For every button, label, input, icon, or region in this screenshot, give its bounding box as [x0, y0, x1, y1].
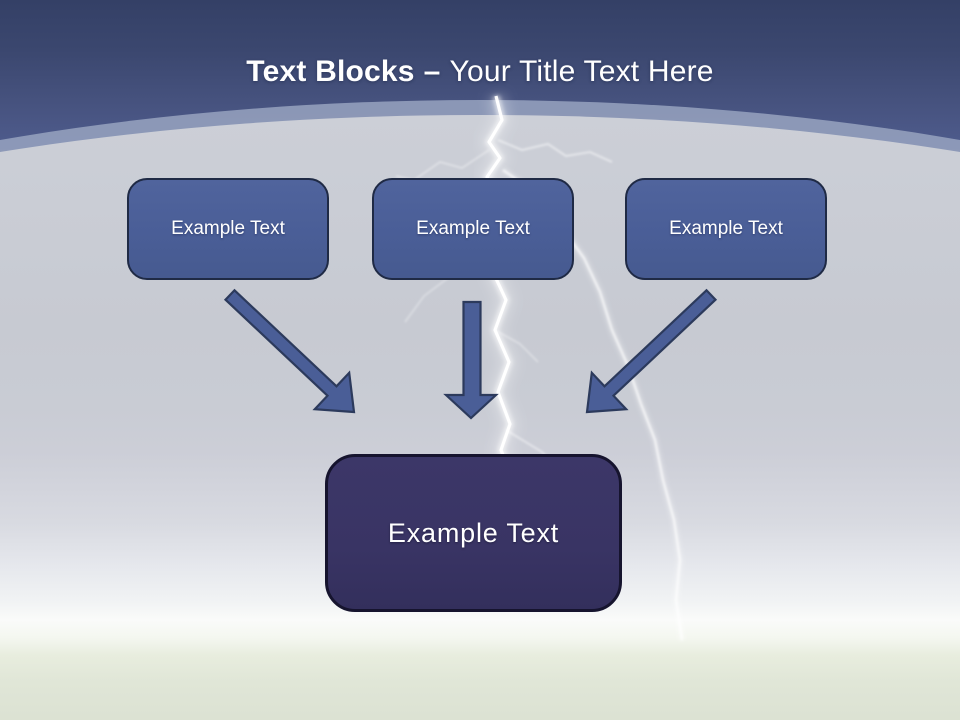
arrow-down[interactable] — [443, 300, 499, 420]
text-block-3-label: Example Text — [669, 218, 783, 239]
title-dash: – — [423, 55, 441, 88]
text-block-2[interactable]: Example Text — [372, 178, 574, 280]
text-block-center[interactable]: Example Text — [325, 454, 622, 612]
text-block-3[interactable]: Example Text — [625, 178, 827, 280]
text-block-1[interactable]: Example Text — [127, 178, 329, 280]
arrow-down-left[interactable] — [585, 288, 718, 414]
text-block-center-label: Example Text — [387, 517, 560, 548]
text-block-2-label: Example Text — [416, 218, 530, 239]
text-block-1-label: Example Text — [171, 218, 285, 239]
title-bold-text: Text Blocks — [246, 55, 415, 88]
title-regular-text: Your Title Text Here — [449, 55, 714, 88]
arrow-down-right[interactable] — [223, 288, 356, 414]
slide-title[interactable]: Text Blocks–Your Title Text Here — [0, 52, 960, 92]
